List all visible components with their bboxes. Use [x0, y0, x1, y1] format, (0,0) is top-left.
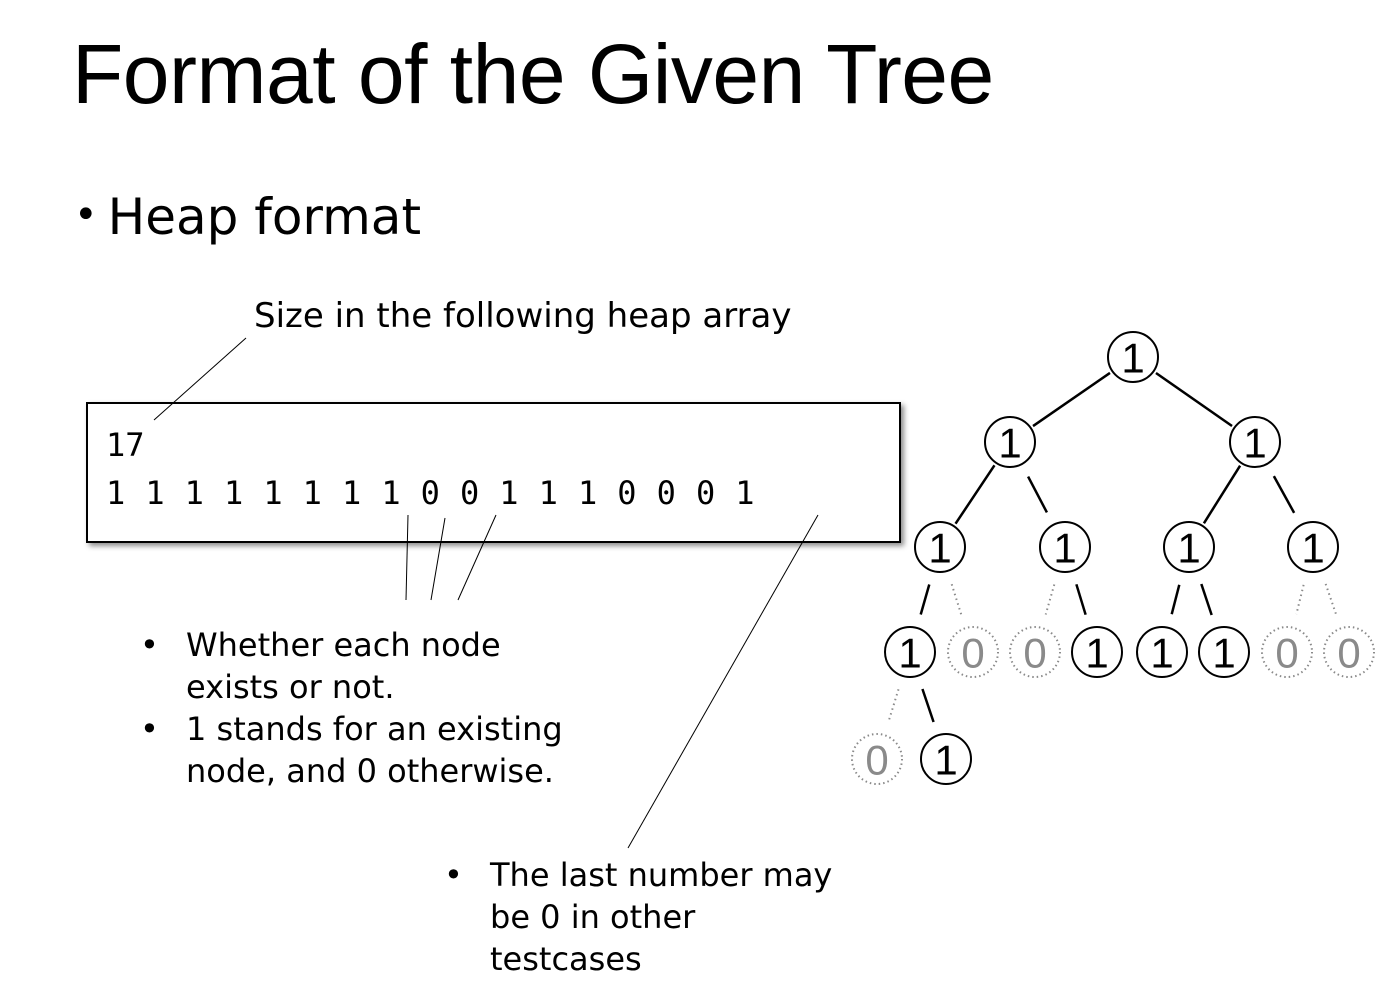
tree-node-8: 1 — [884, 626, 936, 678]
tree-node-4: 1 — [914, 521, 966, 573]
tree-node-label: 1 — [934, 737, 957, 784]
exists-callout-line-3 — [457, 514, 497, 601]
tree-node-16: 0 — [851, 733, 903, 785]
slide-title: Format of the Given Tree — [72, 27, 994, 121]
tree-node-circle — [1136, 626, 1188, 678]
bullet-dot: • — [74, 192, 98, 238]
tree-edge-1-3 — [1155, 371, 1233, 428]
tree-node-2: 1 — [984, 416, 1036, 468]
tree-edge-3-6 — [1202, 465, 1242, 524]
tree-node-label: 0 — [865, 737, 888, 784]
tree-node-11: 1 — [1071, 626, 1123, 678]
tree-node-circle — [947, 626, 999, 678]
tree-node-label: 1 — [1243, 420, 1266, 467]
tree-node-label: 0 — [1275, 630, 1298, 677]
size-callout-line — [153, 337, 247, 421]
exists-callout-line-1 — [405, 514, 409, 601]
tree-node-7: 1 — [1287, 521, 1339, 573]
tree-node-circle — [1039, 521, 1091, 573]
note-whether-exists: Whether each node exists or not. — [140, 624, 580, 708]
tree-node-9: 0 — [947, 626, 999, 678]
tree-node-label: 0 — [1023, 630, 1046, 677]
tree-edges — [887, 371, 1338, 723]
tree-node-10: 0 — [1009, 626, 1061, 678]
tree-node-circle — [1323, 626, 1375, 678]
input-size-value: 17 — [106, 426, 145, 464]
tree-edge-4-9 — [950, 583, 963, 616]
main-bullet-text: Heap format — [107, 188, 422, 246]
tree-edge-8-17 — [921, 688, 935, 723]
tree-node-circle — [851, 733, 903, 785]
tree-edge-2-5 — [1026, 475, 1049, 514]
tree-node-label: 1 — [1053, 525, 1076, 572]
tree-edge-5-10 — [1044, 584, 1056, 615]
tree-node-label: 1 — [1177, 525, 1200, 572]
note-one-means-existing: 1 stands for an existing node, and 0 oth… — [140, 708, 580, 792]
tree-node-circle — [1107, 331, 1159, 383]
tree-node-circle — [1261, 626, 1313, 678]
tree-node-label: 0 — [1337, 630, 1360, 677]
tree-node-5: 1 — [1039, 521, 1091, 573]
tree-node-circle — [1198, 626, 1250, 678]
tree-node-circle — [884, 626, 936, 678]
tree-edge-6-12 — [1170, 584, 1181, 615]
tree-node-3: 1 — [1229, 416, 1281, 468]
tree-node-label: 1 — [1301, 525, 1324, 572]
tree-node-circle — [920, 733, 972, 785]
last-number-note: The last number may be 0 in other testca… — [444, 854, 844, 980]
tree-node-circle — [1229, 416, 1281, 468]
tree-node-label: 0 — [961, 630, 984, 677]
tree-edge-3-7 — [1272, 475, 1296, 514]
tree-node-circle — [984, 416, 1036, 468]
input-heap-array: 1 1 1 1 1 1 1 1 0 0 1 1 1 0 0 0 1 — [106, 474, 755, 512]
tree-node-circle — [1287, 521, 1339, 573]
tree-node-label: 1 — [1150, 630, 1173, 677]
tree-node-label: 1 — [1212, 630, 1235, 677]
tree-node-circle — [914, 521, 966, 573]
tree-edge-2-4 — [954, 464, 996, 525]
tree-node-label: 1 — [1121, 335, 1144, 382]
tree-edge-1-2 — [1032, 371, 1111, 428]
note-last-number: The last number may be 0 in other testca… — [444, 854, 844, 980]
tree-node-17: 1 — [920, 733, 972, 785]
tree-node-6: 1 — [1163, 521, 1215, 573]
tree-edge-6-13 — [1200, 583, 1213, 616]
tree-node-label: 1 — [898, 630, 921, 677]
tree-node-14: 0 — [1261, 626, 1313, 678]
callout-lines — [153, 337, 819, 849]
size-callout-label: Size in the following heap array — [254, 296, 792, 336]
tree-edge-4-8 — [919, 584, 931, 615]
tree-node-circle — [1071, 626, 1123, 678]
tree-edge-8-16 — [887, 688, 900, 723]
main-bullet: •Heap format — [74, 188, 421, 246]
tree-node-circle — [1009, 626, 1061, 678]
existence-notes: Whether each node exists or not. 1 stand… — [140, 624, 580, 792]
tree-node-13: 1 — [1198, 626, 1250, 678]
tree-node-1: 1 — [1107, 331, 1159, 383]
tree-edge-5-11 — [1075, 583, 1087, 616]
tree-node-15: 0 — [1323, 626, 1375, 678]
tree-node-circle — [1163, 521, 1215, 573]
tree-node-12: 1 — [1136, 626, 1188, 678]
last-number-callout-line — [627, 514, 819, 849]
tree-node-label: 1 — [1085, 630, 1108, 677]
tree-node-label: 1 — [998, 420, 1021, 467]
tree-node-label: 1 — [928, 525, 951, 572]
tree-edge-7-15 — [1324, 583, 1338, 616]
exists-callout-line-2 — [430, 517, 446, 601]
tree-edge-7-14 — [1295, 584, 1305, 615]
